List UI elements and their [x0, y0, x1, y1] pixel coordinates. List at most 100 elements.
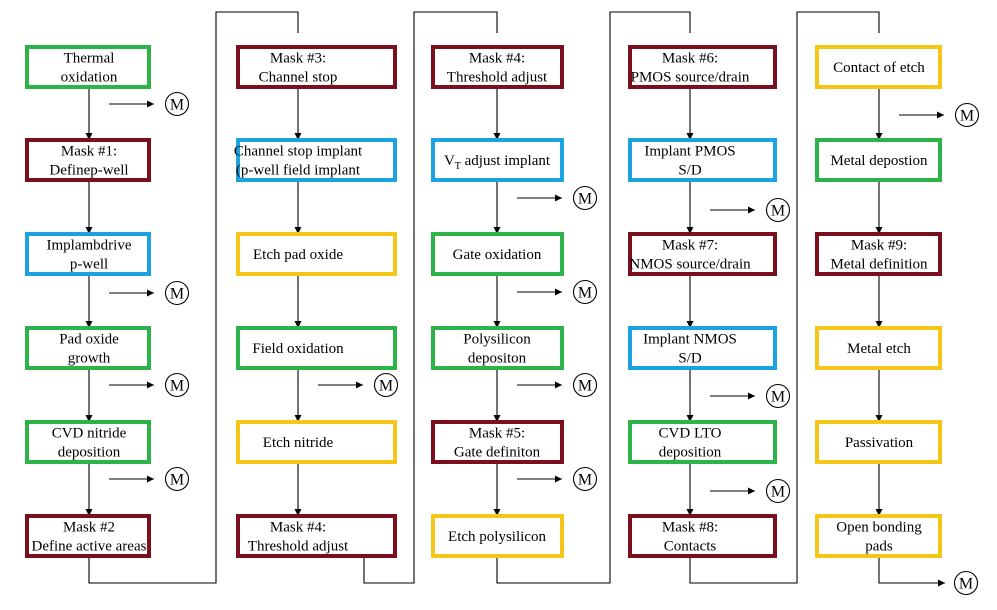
process-step-box: [628, 326, 777, 370]
metrology-circle: [164, 372, 190, 398]
metrology-circle: [164, 466, 190, 492]
metrology-circle: [765, 197, 791, 223]
metrology-circle: [765, 383, 791, 409]
process-step-label: Definep-well: [49, 163, 128, 179]
final-arrow: [878, 556, 945, 587]
process-step-label: Polysilicon: [463, 332, 531, 348]
metrology-circle: [572, 279, 598, 305]
process-step-label: Contacts: [664, 539, 717, 555]
process-step-box: [431, 420, 564, 464]
process-step-label: (p-well field implant: [236, 163, 361, 179]
metrology-circle: [373, 372, 399, 398]
process-step-label: Gate definiton: [454, 445, 541, 461]
process-step-label: Field oxidation: [252, 341, 344, 357]
process-step-label: Channel stop: [259, 70, 338, 86]
process-step-label: deposition: [58, 445, 121, 461]
column-connector-lines: [88, 11, 880, 584]
process-step-box: [25, 138, 151, 182]
process-step-label: S/D: [678, 351, 702, 367]
metrology-circle: [164, 91, 190, 117]
metrology-label: M: [379, 378, 393, 395]
process-step-label: Etch nitride: [263, 435, 334, 451]
process-step-label: growth: [68, 351, 111, 367]
process-step-box: [815, 420, 942, 464]
metrology-label: M: [170, 286, 184, 303]
process-step-label: Etch pad oxide: [253, 247, 343, 263]
metrology-label: M: [771, 389, 785, 406]
process-step-label: Mask #4:: [270, 520, 326, 536]
process-step-box: [25, 420, 151, 464]
process-step-box: [431, 514, 564, 558]
process-step-label: p-well: [70, 257, 108, 273]
metrology-circle: [164, 280, 190, 306]
process-step-label: deposition: [659, 445, 722, 461]
process-step-box: [236, 326, 397, 370]
process-step-box: [628, 138, 777, 182]
metrology-label: M: [771, 484, 785, 501]
process-step-label: pads: [865, 539, 893, 555]
process-step-label: Etch polysilicon: [448, 529, 546, 545]
process-step-box: [236, 420, 397, 464]
process-step-box: [25, 514, 151, 558]
process-step-box: [25, 326, 151, 370]
process-step-label: PMOS source/drain: [631, 70, 750, 86]
metrology-label: M: [578, 191, 592, 208]
metrology-label: M: [578, 378, 592, 395]
process-step-box: [25, 45, 151, 89]
process-step-box: [431, 138, 564, 182]
process-step-label: VT adjust implant: [444, 153, 551, 172]
process-step-label: Metal etch: [847, 341, 911, 357]
process-step-box: [628, 232, 777, 276]
process-step-label: Metal depostion: [830, 153, 928, 169]
process-step-box: [815, 232, 942, 276]
process-step-label: Mask #1:: [61, 144, 117, 160]
process-step-label: Implant PMOS: [644, 144, 735, 160]
process-step-label: Define active areas: [32, 539, 147, 555]
process-step-label: S/D: [678, 163, 702, 179]
process-step-label: Implant NMOS: [643, 332, 737, 348]
process-step-box: [431, 326, 564, 370]
process-step-box: [236, 232, 397, 276]
process-step-label: Passivation: [845, 435, 914, 451]
process-step-label: Threshold adjust: [447, 70, 548, 86]
process-step-label: Thermal: [64, 51, 115, 67]
process-step-box: [815, 138, 942, 182]
process-step-box: [236, 138, 397, 182]
metrology-label: M: [960, 108, 974, 125]
metrology-circle: [572, 466, 598, 492]
metrology-label: M: [578, 472, 592, 489]
process-step-label: Mask #9:: [851, 238, 907, 254]
process-step-box: [236, 45, 397, 89]
process-step-label: Gate oxidation: [453, 247, 542, 263]
process-step-box: [431, 232, 564, 276]
metrology-circle: [572, 185, 598, 211]
process-step-label: Open bonding: [836, 520, 922, 536]
process-step-label: Mask #7:: [662, 238, 718, 254]
process-step-label: Mask #4:: [469, 51, 525, 67]
process-step-box: [815, 326, 942, 370]
process-step-label: Contact of etch: [833, 60, 925, 76]
process-step-label: Mask #2: [63, 520, 115, 536]
process-step-label: Pad oxide: [59, 332, 119, 348]
process-step-label: Implambdrive: [47, 238, 132, 254]
process-step-label: CVD nitride: [52, 426, 127, 442]
metrology-label: M: [170, 378, 184, 395]
process-step-label: Mask #5:: [469, 426, 525, 442]
process-step-label: oxidation: [61, 70, 118, 86]
metrology-label: M: [959, 576, 973, 593]
metrology-label: M: [170, 97, 184, 114]
metrology-label: M: [771, 203, 785, 220]
metrology-circle: [765, 478, 791, 504]
process-step-box: [628, 420, 777, 464]
process-step-label: Mask #8:: [662, 520, 718, 536]
process-step-box: [236, 514, 397, 558]
metrology-circle: [572, 372, 598, 398]
metrology-label: M: [578, 285, 592, 302]
metrology-circle: [954, 102, 980, 128]
process-step-box: [431, 45, 564, 89]
process-step-label: NMOS source/drain: [629, 257, 751, 273]
process-step-label: Threshold adjust: [248, 539, 349, 555]
process-step-box: [815, 45, 942, 89]
